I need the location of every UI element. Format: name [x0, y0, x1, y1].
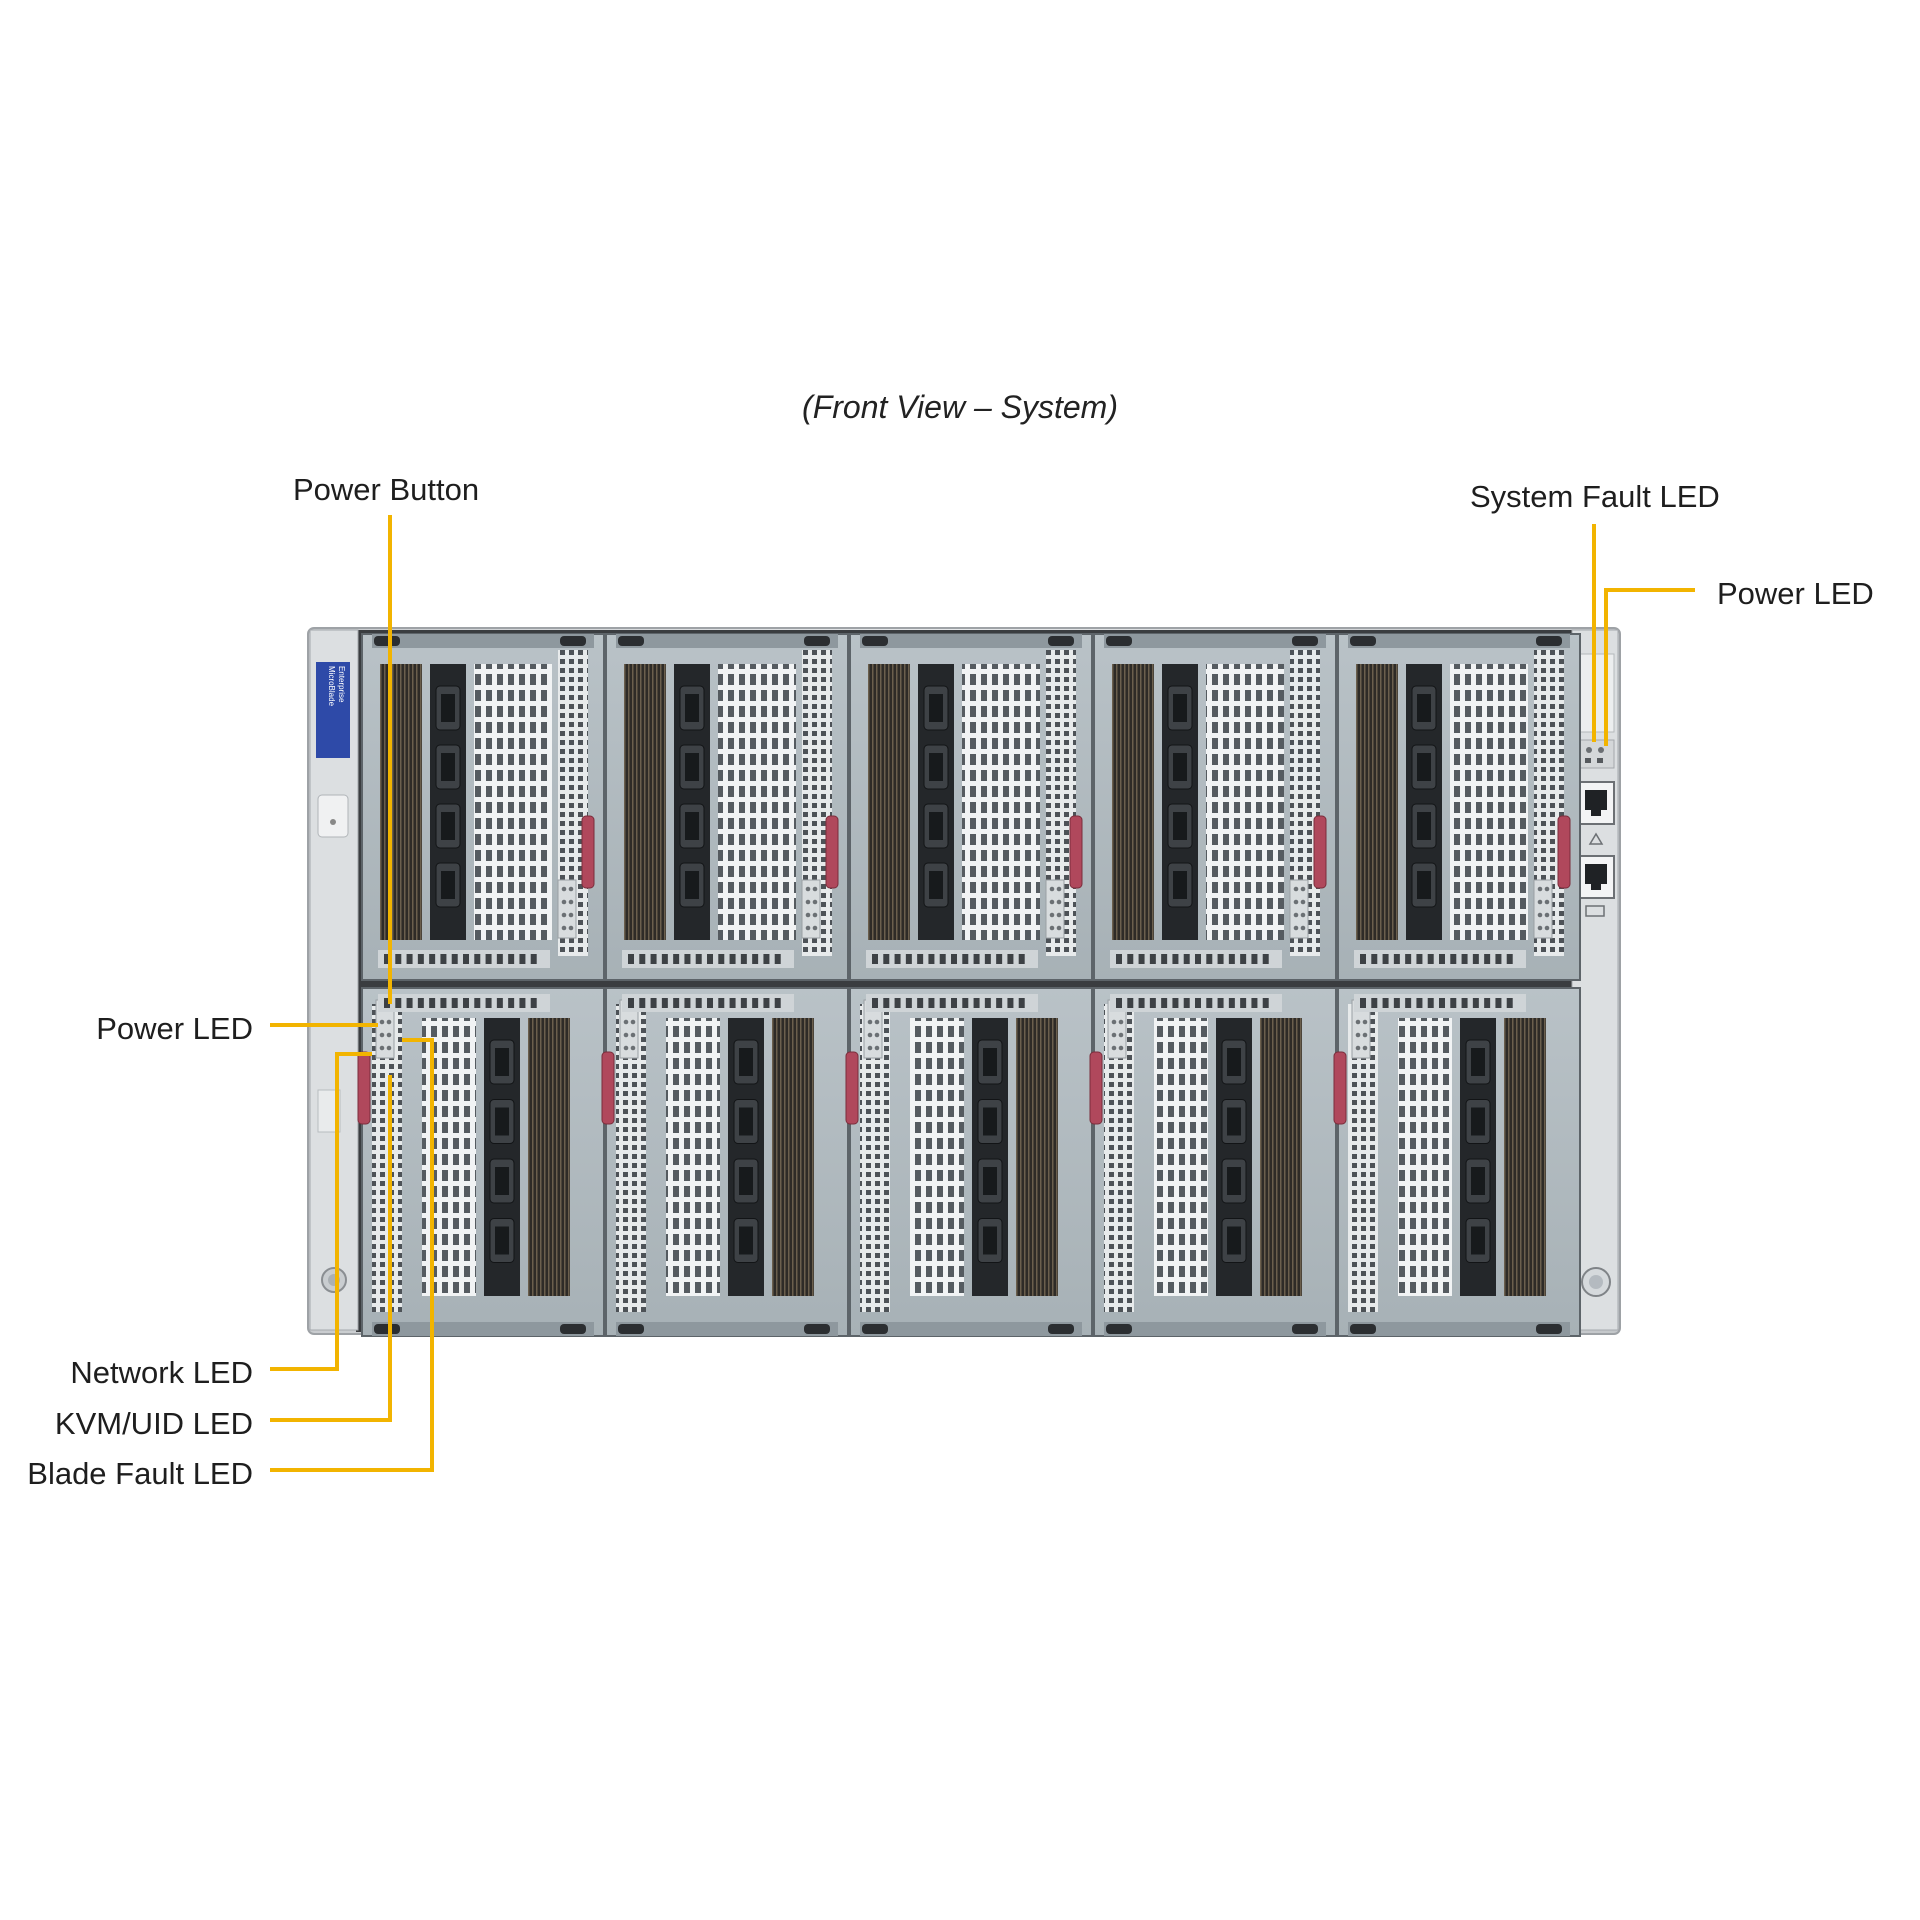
callout-network-led [270, 1052, 372, 1371]
top-blade-1 [361, 633, 605, 981]
bottom-blade-1 [357, 987, 605, 1337]
label-kvm-uid-led: KVM/UID LED [54, 1406, 253, 1441]
bottom-blade-5 [1333, 987, 1581, 1337]
label-blade-fault-led: Blade Fault LED [27, 1456, 253, 1491]
top-blade-4 [1093, 633, 1337, 981]
top-blade-3 [849, 633, 1093, 981]
label-power-led-right: Power LED [1717, 576, 1874, 611]
bottom-blade-row [357, 987, 1581, 1337]
label-system-fault-led: System Fault LED [1470, 479, 1720, 514]
ethernet-port-1 [1577, 781, 1615, 825]
bottom-blade-3 [845, 987, 1093, 1337]
figure-caption: (Front View – System) [802, 389, 1118, 425]
callout-kvm-uid-led [270, 1075, 392, 1422]
top-blade-row [361, 633, 1581, 981]
left-ear-hardware [317, 794, 349, 1293]
label-network-led: Network LED [70, 1355, 253, 1390]
callout-power-led-right [1604, 588, 1695, 746]
callout-blade-fault-led [270, 1038, 434, 1472]
badge-line-1: MicroBlade [327, 666, 336, 707]
callout-lines [270, 515, 1695, 1472]
label-power-led-left: Power LED [96, 1011, 253, 1046]
brand-badge: MicroBlade Enterprise [316, 662, 350, 758]
bottom-blade-4 [1089, 987, 1337, 1337]
ethernet-port-2 [1577, 855, 1615, 899]
top-blade-2 [605, 633, 849, 981]
top-blade-5 [1337, 633, 1581, 981]
badge-line-2: Enterprise [337, 666, 346, 703]
label-power-button: Power Button [293, 472, 480, 507]
bottom-blade-2 [601, 987, 849, 1337]
